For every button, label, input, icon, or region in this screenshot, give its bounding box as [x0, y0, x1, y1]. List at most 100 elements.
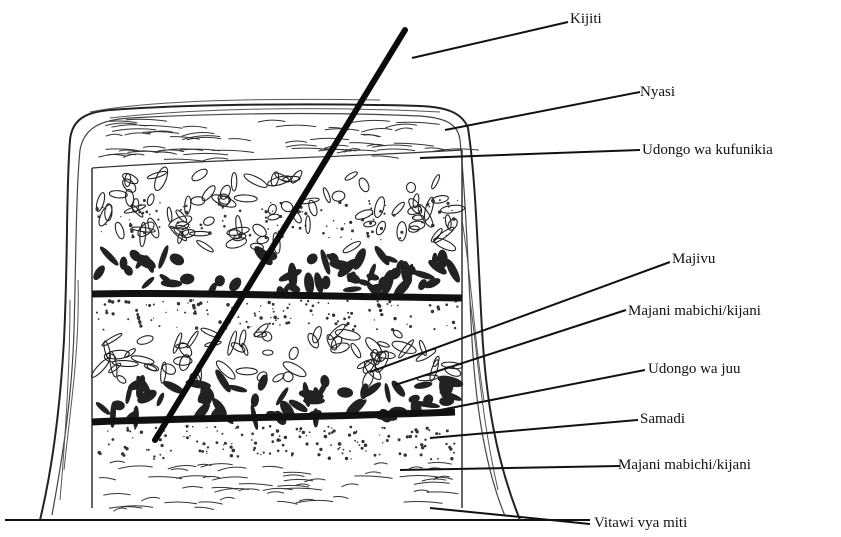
soil-dot: [117, 299, 120, 302]
soil-dot: [305, 303, 307, 305]
manure-dot: [416, 430, 419, 433]
twig-mark: [400, 475, 438, 477]
label-kijiti: Kijiti: [570, 10, 602, 28]
grass-mark: [276, 125, 316, 127]
soil-dot: [247, 326, 250, 329]
manure-dot: [446, 429, 449, 432]
soil-dot: [318, 302, 320, 304]
soil-dot: [111, 300, 114, 303]
label-samadi: Samadi: [640, 410, 685, 428]
soil-dot: [426, 203, 429, 206]
soil-dot: [254, 312, 256, 314]
grass-mark: [285, 141, 307, 143]
soil-dot: [239, 210, 242, 213]
manure-dot: [404, 453, 407, 456]
leaf-mark: [146, 193, 155, 206]
manure-dot: [420, 443, 423, 446]
soil-dot: [176, 327, 177, 328]
soil-dot: [182, 228, 185, 231]
manure-dot: [361, 447, 364, 450]
twig-mark: [141, 497, 160, 501]
twig-mark: [263, 488, 293, 490]
leaf-mark: [267, 203, 278, 215]
soil-dot: [332, 314, 335, 317]
ash-leaf-mark: [227, 276, 243, 293]
soil-dot: [322, 232, 325, 235]
soil-dot: [349, 221, 352, 224]
soil-dot: [425, 220, 427, 222]
manure-dot: [251, 439, 253, 441]
manure-dot: [230, 454, 233, 457]
manure-dot: [305, 442, 308, 445]
soil-dot: [272, 308, 273, 309]
soil-dot: [277, 225, 279, 227]
soil-dot: [273, 316, 277, 320]
manure-dot: [426, 427, 429, 430]
manure-dot: [430, 458, 432, 460]
manure-dot: [299, 430, 301, 432]
leaf-mark: [114, 221, 126, 240]
soil-dot: [105, 224, 107, 226]
manure-dot: [186, 436, 189, 439]
manure-dot: [361, 440, 364, 443]
manure-dot: [226, 443, 227, 444]
dark-leaf-mark: [156, 392, 165, 406]
manure-dot: [291, 452, 294, 455]
soil-dot: [429, 304, 432, 307]
leaf-mark: [202, 215, 215, 226]
grass-mark: [164, 159, 205, 161]
leaf-mark: [272, 372, 286, 383]
soil-dot: [292, 226, 295, 229]
soil-dot: [129, 219, 130, 220]
soil-dot: [373, 219, 375, 221]
soil-dot: [246, 321, 248, 323]
manure-dot: [330, 444, 332, 446]
manure-dot: [296, 428, 299, 431]
manure-dot: [421, 446, 424, 449]
twig-mark: [428, 462, 452, 464]
manure-dot: [450, 457, 453, 460]
manure-dot: [260, 454, 261, 455]
grass-mark: [377, 149, 415, 151]
twig-mark: [404, 501, 443, 503]
manure-dot: [420, 453, 423, 456]
twig-mark: [277, 501, 297, 504]
soil-dot: [138, 209, 140, 211]
soil-dot: [432, 200, 435, 203]
manure-dot: [196, 440, 198, 442]
soil-dot: [328, 237, 329, 238]
manure-dot: [282, 444, 285, 447]
manure-dot: [269, 452, 271, 454]
soil-dot: [153, 304, 155, 306]
manure-dot: [231, 443, 232, 444]
soil-dot: [335, 322, 338, 325]
twig-mark: [99, 478, 116, 480]
twig-mark: [333, 497, 348, 499]
manure-layer: [98, 425, 456, 461]
dark-leaf-mark: [337, 387, 353, 398]
leaf-mark: [432, 225, 455, 244]
twig-mark: [168, 466, 197, 469]
manure-dot: [386, 439, 389, 442]
manure-dot: [155, 427, 157, 429]
manure-dot: [272, 441, 274, 443]
manure-dot: [189, 435, 191, 437]
grass-mark: [112, 129, 156, 132]
soil-dot: [139, 325, 142, 328]
manure-dot: [206, 427, 207, 428]
manure-dot: [257, 453, 259, 455]
manure-dot: [216, 430, 218, 432]
soil-dot: [277, 318, 279, 320]
manure-dot: [349, 450, 351, 452]
soil-dot: [412, 208, 414, 210]
soil-dot: [333, 220, 335, 222]
soil-dot: [149, 214, 151, 216]
soil-dot: [159, 226, 161, 228]
soil-dot: [370, 207, 372, 209]
manure-dot: [186, 430, 188, 432]
soil-dot: [371, 213, 373, 215]
soil-dot: [446, 235, 448, 237]
dark-leaf-mark: [384, 383, 392, 402]
leaf-mark: [200, 184, 217, 203]
soil-dot: [320, 209, 322, 211]
